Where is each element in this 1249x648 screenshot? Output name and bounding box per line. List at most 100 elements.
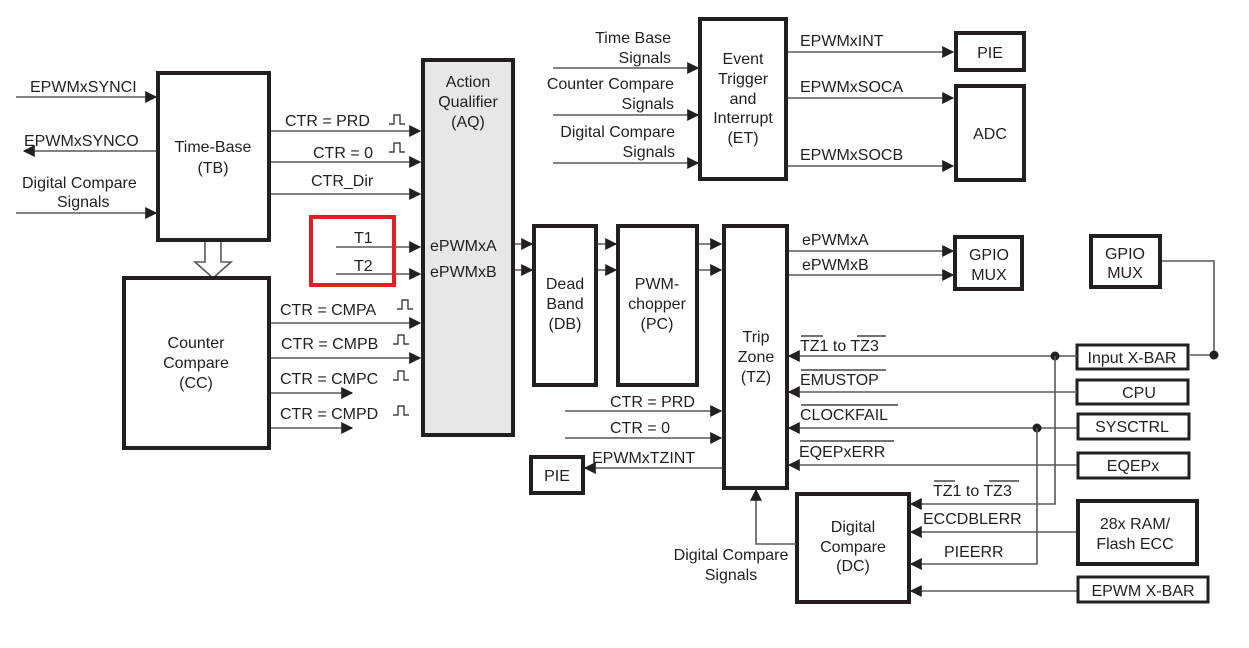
et-dc-signals-label-2: Signals	[623, 144, 675, 161]
digital-compare-block: Digital Compare (DC)	[795, 492, 911, 604]
et-label-2: Trigger	[718, 71, 769, 88]
tz1-tz3-label: TZ1 to TZ3	[800, 338, 879, 355]
tb-dc-signals-label-1: Digital Compare	[22, 175, 137, 192]
tb-to-cc-arrow	[192, 242, 234, 280]
gpio-mux-out-label-1: GPIO	[969, 247, 1009, 264]
dc-pieerr-wire	[909, 428, 1038, 570]
db-label-3: (DB)	[549, 316, 582, 333]
gpio-mux-input-block: GPIO MUX	[1089, 234, 1162, 289]
cc-label-1: Counter	[168, 335, 226, 352]
tz-out-a-label: ePWMxA	[802, 232, 869, 249]
dead-band-block: Dead Band (DB)	[532, 224, 598, 387]
time-base-abbr: (TB)	[197, 160, 228, 177]
time-base-block: Time-Base (TB)	[156, 71, 271, 242]
pulse-icon	[397, 299, 413, 310]
pulse-icon	[393, 334, 409, 345]
pulse-icon	[389, 142, 405, 153]
epwm-xbar-label: EPWM X-BAR	[1091, 583, 1194, 600]
tz-label-3: (TZ)	[741, 369, 771, 386]
sysctrl-label: SYSCTRL	[1095, 419, 1169, 436]
dc-label-3: (DC)	[836, 558, 870, 575]
syncin-label: EPWMxSYNCI	[30, 79, 137, 96]
epwm-int-label: EPWMxINT	[800, 33, 884, 50]
syncout-label: EPWMxSYNCO	[24, 133, 139, 150]
ram-ecc-block: 28x RAM/ Flash ECC	[1076, 499, 1199, 566]
t1-t2-highlight-box	[309, 215, 396, 287]
dc-out-signals-label-1: Digital Compare	[674, 547, 789, 564]
pieerr-label: PIEERR	[944, 544, 1004, 561]
aq-label-1: Action	[446, 74, 490, 91]
counter-compare-block: Counter Compare (CC)	[122, 276, 271, 450]
tz3-label: TZ3	[850, 338, 879, 355]
gpio-to-xbar-wire	[1162, 260, 1215, 356]
input-xbar-block: Input X-BAR	[1075, 343, 1190, 371]
tb-dc-signals-label-2: Signals	[57, 194, 109, 211]
pulse-icon	[389, 114, 405, 125]
dc-label-2: Compare	[820, 539, 886, 556]
cpu-block: CPU	[1075, 378, 1190, 406]
ctr-dir-label: CTR_Dir	[311, 173, 374, 190]
epwm-xbar-block: EPWM X-BAR	[1076, 575, 1210, 604]
t2-label: T2	[354, 258, 373, 275]
gpio-mux-output-block: GPIO MUX	[953, 235, 1024, 291]
et-label-5: (ET)	[727, 130, 758, 147]
tz-ctr-prd-label: CTR = PRD	[610, 394, 695, 411]
pie-bottom-block: PIE	[529, 455, 585, 495]
dc-tz1-tz3-wire	[909, 356, 1056, 510]
ctr-cmpc-label: CTR = CMPC	[280, 371, 378, 388]
pulse-icon	[393, 405, 409, 416]
tz-out-b-label: ePWMxB	[802, 257, 869, 274]
dc-tz1-tz3-label: TZ1 to TZ3	[933, 483, 1012, 500]
sysctrl-block: SYSCTRL	[1076, 412, 1191, 441]
pc-label-3: (PC)	[641, 316, 674, 333]
et-tb-signals-label-2: Signals	[619, 50, 671, 67]
adc-label: ADC	[973, 126, 1007, 143]
aq-out-b-label: ePWMxB	[430, 264, 497, 281]
et-cc-signals-label-2: Signals	[622, 96, 674, 113]
t1-label: T1	[354, 230, 373, 247]
junction-dot	[1209, 350, 1219, 360]
epwm-socb-label: EPWMxSOCB	[800, 147, 903, 164]
tz-label-2: Zone	[738, 349, 775, 366]
et-label-1: Event	[723, 51, 764, 68]
cc-label-2: Compare	[163, 355, 229, 372]
input-xbar-label: Input X-BAR	[1088, 350, 1177, 367]
clockfail-label: CLOCKFAIL	[800, 407, 888, 424]
eccdblerr-label: ECCDBLERR	[923, 511, 1022, 528]
et-tb-signals-label-1: Time Base	[595, 30, 671, 47]
gpio-mux-in-label-1: GPIO	[1105, 246, 1145, 263]
gpio-mux-out-label-2: MUX	[971, 267, 1007, 284]
pulse-icon	[393, 370, 409, 381]
to-label: to	[828, 338, 850, 355]
pwm-chopper-block: PWM- chopper (PC)	[616, 224, 699, 387]
pc-label-1: PWM-	[635, 276, 679, 293]
epwm-soca-label: EPWMxSOCA	[800, 79, 903, 96]
aq-out-a-label: ePWMxA	[430, 238, 497, 255]
ctr-cmpa-label: CTR = CMPA	[280, 302, 376, 319]
pc-label-2: chopper	[628, 296, 686, 313]
eqepxerr-label: EQEPxERR	[799, 444, 885, 461]
aq-label-3: (AQ)	[451, 114, 485, 131]
et-dc-signals-label-1: Digital Compare	[560, 124, 675, 141]
trip-zone-block: Trip Zone (TZ)	[722, 224, 789, 490]
aq-label-2: Qualifier	[438, 94, 498, 111]
tz1-label: TZ1	[800, 338, 829, 355]
event-trigger-block: Event Trigger and Interrupt (ET)	[698, 17, 788, 181]
gpio-mux-in-label-2: MUX	[1107, 265, 1143, 282]
action-qualifier-block: Action Qualifier (AQ) ePWMxA ePWMxB	[421, 58, 515, 437]
ctr-cmpd-label: CTR = CMPD	[280, 406, 378, 423]
tz-ctr-zero-label: CTR = 0	[610, 420, 670, 437]
dc-tz1-label: TZ1	[933, 483, 962, 500]
cc-label-3: (CC)	[179, 375, 213, 392]
ctr-prd-label: CTR = PRD	[285, 113, 370, 130]
emustop-label: EMUSTOP	[800, 372, 879, 389]
tzint-label: EPWMxTZINT	[592, 450, 695, 467]
db-label-1: Dead	[546, 276, 584, 293]
adc-block: ADC	[954, 84, 1026, 182]
eqepx-block: EQEPx	[1076, 451, 1191, 480]
ctr-zero-label: CTR = 0	[313, 145, 373, 162]
time-base-label: Time-Base	[175, 139, 252, 156]
dc-label-1: Digital	[831, 519, 875, 536]
ram-ecc-label-1: 28x RAM/	[1100, 516, 1171, 533]
